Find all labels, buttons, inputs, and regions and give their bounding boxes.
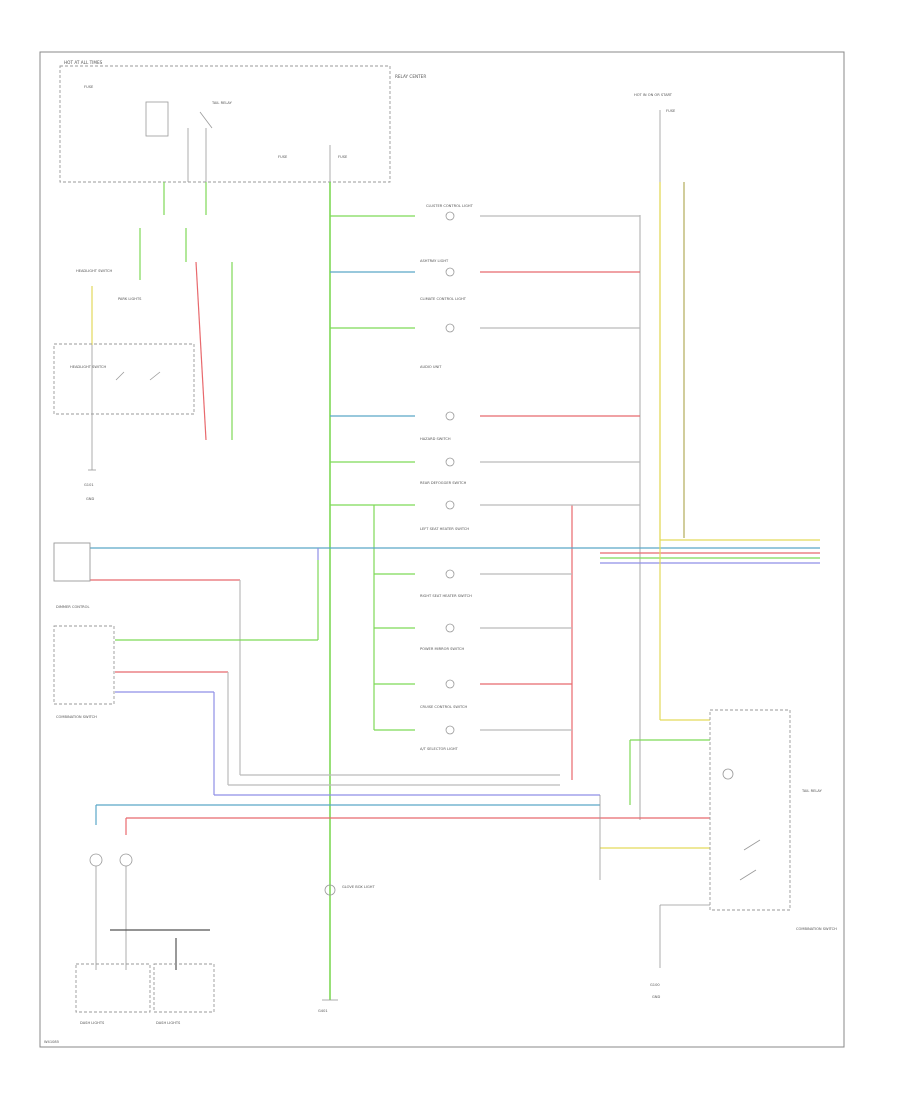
svg-text:GLOVE BOX LIGHT: GLOVE BOX LIGHT (342, 885, 375, 889)
svg-text:COMBINATION SWITCH: COMBINATION SWITCH (796, 927, 837, 931)
dash-lights: DASH LIGHTS DASH LIGHTS (75, 853, 215, 1025)
svg-text:FUSE: FUSE (278, 155, 288, 159)
svg-text:HOT AT ALL TIMES: HOT AT ALL TIMES (64, 60, 103, 65)
bottom-right-relay: TAIL RELAY COMBINATION SWITCH G100 GND (650, 709, 837, 999)
right-harness (90, 182, 820, 564)
glove-box-light: GLOVE BOX LIGHT G401 (318, 884, 375, 1013)
svg-text:DASH LIGHTS: DASH LIGHTS (80, 1021, 105, 1025)
svg-text:HEADLIGHT SWITCH: HEADLIGHT SWITCH (76, 269, 112, 273)
svg-text:G101: G101 (84, 483, 94, 487)
svg-text:TAIL RELAY: TAIL RELAY (801, 789, 823, 793)
svg-text:DASH LIGHTS: DASH LIGHTS (156, 1021, 181, 1025)
combination-switch-module: DIMMER CONTROL COMBINATION SWITCH (53, 542, 115, 719)
svg-text:REAR DEFOGGER SWITCH: REAR DEFOGGER SWITCH (420, 481, 467, 485)
svg-text:G100: G100 (650, 983, 660, 987)
svg-text:CRUISE CONTROL SWITCH: CRUISE CONTROL SWITCH (420, 705, 467, 709)
left-wiring (90, 182, 710, 880)
relay-center-box: HOT AT ALL TIMES RELAY CENTER TAIL RELAY… (59, 60, 426, 183)
hot-run-fuse: HOT IN ON OR START FUSE (634, 93, 676, 182)
left-ground: G101 GND (84, 469, 96, 501)
svg-text:FUSE: FUSE (666, 109, 676, 113)
svg-text:FUSE: FUSE (338, 155, 348, 159)
svg-text:GND: GND (652, 995, 660, 999)
svg-text:PARK LIGHTS: PARK LIGHTS (118, 297, 142, 301)
svg-text:DIMMER CONTROL: DIMMER CONTROL (56, 605, 90, 609)
svg-text:COMBINATION SWITCH: COMBINATION SWITCH (56, 715, 97, 719)
footer-code: W41085 (44, 1040, 59, 1044)
svg-text:GND: GND (86, 497, 94, 501)
svg-text:RELAY CENTER: RELAY CENTER (395, 74, 426, 79)
svg-text:FUSE: FUSE (84, 85, 94, 89)
lamp-labels: CLUSTER CONTROL LIGHT ASHTRAY LIGHT CLIM… (420, 204, 474, 751)
svg-text:TAIL RELAY: TAIL RELAY (211, 101, 233, 105)
svg-text:CLUSTER CONTROL LIGHT: CLUSTER CONTROL LIGHT (426, 204, 474, 208)
svg-text:A/T SELECTOR LIGHT: A/T SELECTOR LIGHT (420, 747, 459, 751)
svg-text:ASHTRAY LIGHT: ASHTRAY LIGHT (420, 259, 449, 263)
diagram-border (39, 51, 845, 1048)
svg-text:HEADLIGHT SWITCH: HEADLIGHT SWITCH (70, 365, 106, 369)
svg-text:HOT IN ON OR START: HOT IN ON OR START (634, 93, 673, 97)
svg-text:LEFT SEAT HEATER SWITCH: LEFT SEAT HEATER SWITCH (420, 527, 469, 531)
svg-text:HAZARD SWITCH: HAZARD SWITCH (420, 437, 451, 441)
svg-text:POWER MIRROR SWITCH: POWER MIRROR SWITCH (420, 647, 464, 651)
svg-text:RIGHT SEAT HEATER SWITCH: RIGHT SEAT HEATER SWITCH (420, 594, 472, 598)
svg-text:CLIMATE CONTROL LIGHT: CLIMATE CONTROL LIGHT (420, 297, 467, 301)
svg-text:G401: G401 (318, 1009, 328, 1013)
lamp-rows (330, 211, 640, 735)
headlight-switch-box: HEADLIGHT SWITCH HEADLIGHT SWITCH PARK L… (53, 269, 195, 415)
svg-text:AUDIO UNIT: AUDIO UNIT (420, 365, 442, 369)
